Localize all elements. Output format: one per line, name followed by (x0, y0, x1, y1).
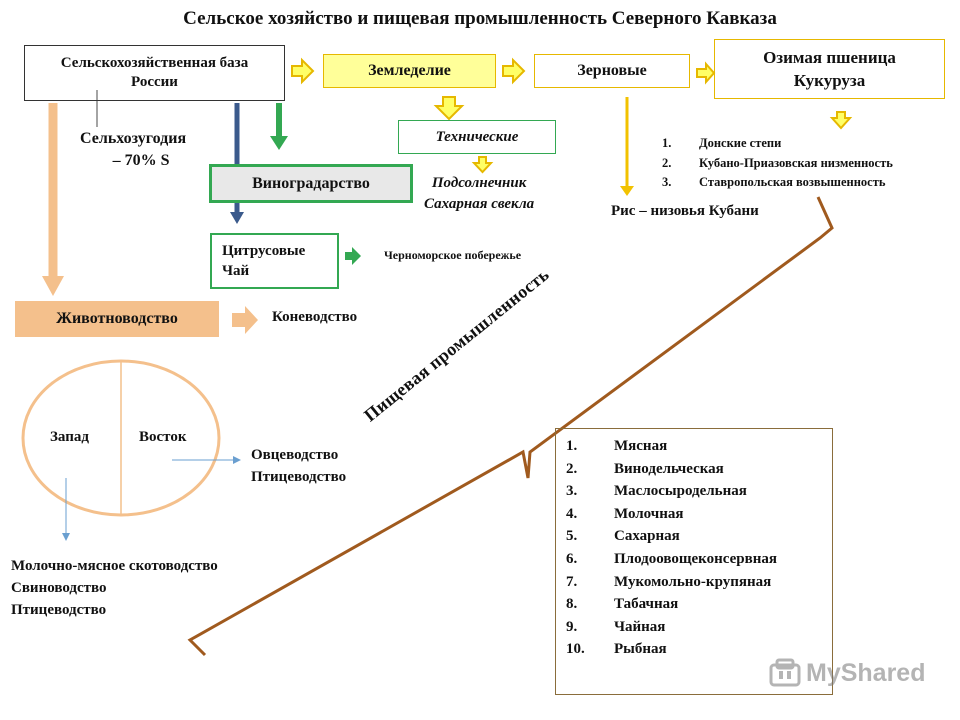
sheep-breeding-label: Овцеводство (251, 447, 339, 463)
livestock-region-ellipse (21, 359, 221, 517)
list-item-text: Ставропольская возвышенность (699, 175, 886, 189)
technical-box: Технические (398, 120, 556, 154)
citrus-tea-box: Цитрусовые Чай (210, 233, 339, 289)
arrow-livestock-to-horse (232, 306, 258, 334)
agri-base-line2: России (131, 74, 178, 90)
grain-regions-list: 1. Донские степи 2. Кубано-Приазовская низ… (662, 134, 893, 193)
list-item-number: 8. (566, 596, 578, 613)
east-branches-text: Овцеводство Птицеводство (251, 444, 346, 488)
list-item: 2. Кубано-Приазовская низменность (662, 154, 893, 174)
agriculture-box: Земледелие (323, 54, 496, 88)
poultry-east-label: Птицеводство (251, 469, 347, 485)
agriculture-label: Земледелие (368, 62, 451, 79)
list-item: 3. Маслосыродельная (566, 480, 777, 503)
black-sea-coast-text: Черноморское побережье (384, 248, 522, 262)
wheat-label: Озимая пшеница (763, 48, 896, 67)
list-item-text: Табачная (614, 596, 679, 613)
grains-label: Зерновые (577, 62, 647, 79)
list-item-text: Кубано-Приазовская низменность (699, 155, 893, 170)
list-item-number: 3. (566, 483, 578, 500)
list-item-number: 7. (566, 573, 578, 590)
food-industries-box: 1. Мясная 2. Винодельческая 3. Маслосыродел… (555, 428, 833, 695)
agri-base-box: Сельскохозяйственная база России (24, 45, 285, 101)
tea-label: Чай (222, 263, 250, 279)
watermark-text: MyShared (806, 658, 926, 687)
list-item-number: 9. (566, 618, 578, 635)
page-title: Сельское хозяйство и пищевая промышленно… (183, 8, 777, 29)
poultry-west-label: Птицеводство (11, 602, 107, 618)
viticulture-label: Виноградарство (252, 174, 370, 192)
list-item-text: Рыбная (614, 641, 667, 658)
list-item: 2. Винодельческая (566, 458, 777, 481)
list-item: 7. Мукомольно-крупяная (566, 571, 777, 594)
west-branches-text: Молочно-мясное скотоводство Свиноводство… (11, 555, 218, 621)
food-industry-brace (187, 196, 834, 657)
list-item-text: Винодельческая (614, 460, 724, 477)
sugar-beet-label: Сахарная свекла (424, 196, 535, 212)
viticulture-box: Виноградарство (209, 164, 413, 203)
arrow-citrus-to-coast (345, 247, 361, 265)
list-item-number: 1. (566, 438, 578, 454)
list-item: 6. Плодоовощеконсервная (566, 548, 777, 571)
farmland-text: Сельхозугодия – 70% S (80, 128, 186, 172)
list-item-text: Молочная (614, 505, 684, 522)
list-item-number: 2. (662, 155, 672, 170)
rice-text: Рис – низовья Кубани (611, 203, 759, 219)
farmland-line2: – 70% S (112, 152, 170, 169)
list-item: 8. Табачная (566, 593, 777, 616)
list-item-number: 2. (566, 460, 578, 477)
list-item: 4. Молочная (566, 503, 777, 526)
arrow-technical-to-crops (471, 156, 494, 174)
list-item-number: 3. (662, 175, 672, 189)
food-industries-list: 1. Мясная 2. Винодельческая 3. Маслосыродел… (566, 435, 777, 661)
grains-box: Зерновые (534, 54, 690, 88)
watermark-logo-icon (769, 658, 801, 687)
sunflower-label: Подсолнечник (431, 175, 527, 191)
east-label: Восток (139, 429, 187, 445)
livestock-box: Животноводство (15, 301, 219, 337)
list-item-number: 10. (566, 641, 585, 658)
cattle-label: Молочно-мясное скотоводство (11, 558, 218, 574)
arrow-agriculture-to-grains (502, 57, 526, 85)
list-item-number: 1. (662, 136, 672, 150)
arrow-grains-to-wheat (696, 61, 716, 85)
list-item: 10. Рыбная (566, 638, 777, 661)
list-item-text: Донские степи (699, 136, 782, 150)
agri-base-line1: Сельскохозяйственная база (60, 55, 249, 71)
technical-crops-text: Подсолнечник Сахарная свекла (424, 173, 534, 215)
list-item: 3. Ставропольская возвышенность (662, 173, 893, 193)
wheat-corn-box: Озимая пшеница Кукуруза (714, 39, 945, 99)
horse-breeding-text: Коневодство (272, 309, 358, 325)
list-item: 1. Донские степи (662, 134, 893, 154)
farmland-line1: Сельхозугодия (80, 130, 187, 147)
list-item: 1. Мясная (566, 435, 777, 458)
list-item-text: Маслосыродельная (614, 483, 747, 500)
list-item-text: Мукомольно-крупяная (614, 573, 772, 590)
list-item-number: 5. (566, 528, 578, 545)
arrow-agriculture-to-technical (433, 96, 465, 121)
list-item: 5. Сахарная (566, 525, 777, 548)
arrow-wheat-to-regions (829, 111, 853, 130)
list-item-text: Плодоовощеконсервная (614, 550, 777, 567)
list-item-text: Чайная (614, 618, 666, 635)
watermark: MyShared (768, 657, 925, 689)
citrus-label: Цитрусовые (222, 243, 306, 259)
arrow-base-to-agriculture (291, 57, 315, 85)
list-item-text: Мясная (614, 438, 668, 454)
technical-label: Технические (435, 128, 519, 145)
livestock-label: Животноводство (56, 310, 178, 327)
list-item: 9. Чайная (566, 616, 777, 639)
corn-label: Кукуруза (793, 71, 866, 90)
list-item-number: 6. (566, 550, 578, 567)
list-item-text: Сахарная (614, 528, 680, 545)
pig-breeding-label: Свиноводство (11, 580, 107, 596)
west-label: Запад (50, 429, 89, 445)
list-item-number: 4. (566, 505, 578, 522)
